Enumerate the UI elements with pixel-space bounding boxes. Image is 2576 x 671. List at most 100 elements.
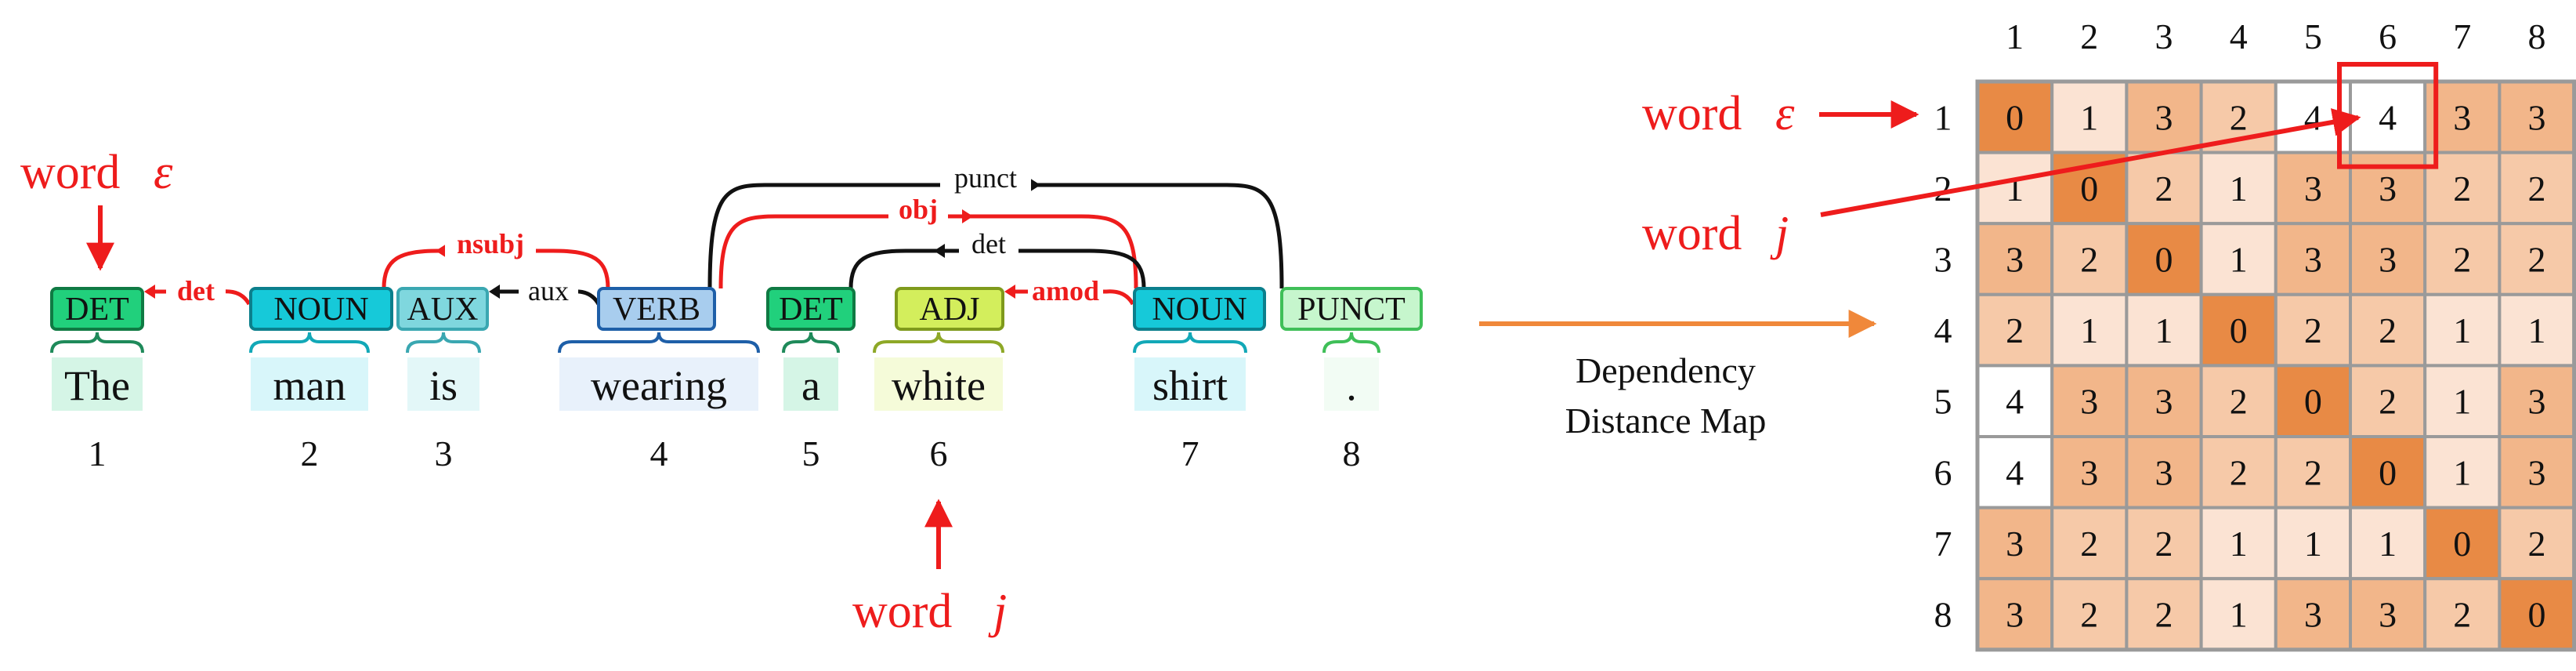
matrix-row-label: 1 <box>1934 97 1952 137</box>
matrix-cell-value: 2 <box>2528 169 2546 209</box>
word-index: 8 <box>1343 433 1361 473</box>
matrix-col-label: 4 <box>2230 16 2248 56</box>
matrix-cell-value: 1 <box>2304 524 2322 564</box>
matrix-cell-value: 0 <box>2006 97 2024 137</box>
matrix-cell-fill <box>2050 435 2129 510</box>
map-caption-line1: Dependency <box>1576 350 1756 390</box>
word-text: is <box>429 362 458 409</box>
matrix-frame <box>1975 79 2576 652</box>
matrix-cell-value: 3 <box>2453 97 2471 137</box>
matrix-cell: 3 <box>1976 577 2054 651</box>
matrix-cell-fill <box>1976 222 2054 296</box>
map-transition: Dependency Distance Map <box>1479 310 1877 441</box>
matrix-cell-value: 1 <box>2155 310 2173 350</box>
pos-tag-label: DET <box>65 292 129 328</box>
matrix-cell: 2 <box>2125 151 2203 226</box>
arc-label: nsubj <box>457 228 524 259</box>
arc-punct: punct <box>707 161 1284 289</box>
matrix-row-label: 5 <box>1934 382 1952 422</box>
matrix-j-symbol: j <box>1770 207 1789 260</box>
matrix-cell: 3 <box>2050 435 2129 510</box>
map-caption-line2: Distance Map <box>1565 401 1767 441</box>
arc-label-bg <box>445 227 536 259</box>
arc-label-bg <box>959 227 1018 259</box>
matrix-cell-value: 1 <box>2453 382 2471 422</box>
arc-label-bg <box>1028 274 1103 306</box>
word-text: The <box>64 362 130 409</box>
matrix-row-label: 4 <box>1934 310 1952 350</box>
token-8: PUNCT.8 <box>1280 287 1423 473</box>
matrix-cell-value: 3 <box>2006 240 2024 280</box>
token-brace <box>782 332 840 354</box>
matrix-cell-fill <box>1976 364 2054 438</box>
matrix-cell-value: 3 <box>2304 595 2322 635</box>
matrix-cell-fill <box>2274 364 2353 438</box>
matrix-cell-value: 2 <box>2379 382 2397 422</box>
matrix-cell: 4 <box>1976 435 2054 510</box>
pos-tag-label: NOUN <box>273 292 368 328</box>
matrix-cell-value: 3 <box>2080 452 2098 492</box>
matrix-cell-value: 1 <box>2230 595 2248 635</box>
matrix-cell: 2 <box>2050 577 2129 651</box>
matrix-cell-value: 0 <box>2230 310 2248 350</box>
arc-arrowhead-icon <box>934 244 945 258</box>
word-index: 6 <box>930 433 948 473</box>
word-index: 3 <box>435 433 453 473</box>
matrix-cell: 3 <box>1976 222 2054 296</box>
matrix-cell-fill <box>2050 577 2129 651</box>
pos-tag-label: AUX <box>407 292 479 328</box>
word-j-callout: word j <box>852 499 1007 638</box>
matrix-cell-fill <box>2498 292 2576 368</box>
arc-arrowhead-icon <box>489 285 500 299</box>
matrix-cell-value: 2 <box>2080 595 2098 635</box>
matrix-cell-value: 3 <box>2006 524 2024 564</box>
matrix-cell-value: 3 <box>2379 240 2397 280</box>
matrix-cell-value: 2 <box>2453 169 2471 209</box>
matrix-cell: 3 <box>1976 506 2054 581</box>
pos-tag-box <box>249 287 393 331</box>
matrix-cell-fill <box>2423 577 2502 651</box>
matrix-cell: 2 <box>2349 364 2427 438</box>
matrix-cell-value: 2 <box>2453 595 2471 635</box>
matrix-cell: 1 <box>2423 292 2502 368</box>
matrix-cell-value: 3 <box>2304 169 2322 209</box>
matrix-cell: 1 <box>1976 151 2054 226</box>
matrix-cell: 3 <box>2125 435 2203 510</box>
token-brace <box>558 332 760 354</box>
matrix-cell: 2 <box>2498 222 2576 296</box>
pos-tag-box <box>396 287 489 331</box>
matrix-cell-value: 1 <box>2528 310 2546 350</box>
matrix-cell: 0 <box>2498 577 2576 651</box>
arc-arrowhead-icon <box>1029 178 1040 192</box>
matrix-cell: 3 <box>2349 151 2427 226</box>
matrix-cell-value: 2 <box>2230 97 2248 137</box>
matrix-cell: 1 <box>2274 506 2353 581</box>
matrix-cell-value: 3 <box>2528 452 2546 492</box>
j-symbol: j <box>988 585 1007 638</box>
matrix-word-epsilon-label: word <box>1642 87 1742 140</box>
matrix-cell-value: 1 <box>2230 524 2248 564</box>
arc-nsubj: nsubj <box>382 227 610 289</box>
matrix-cell: 4 <box>1976 364 2054 438</box>
matrix-cell-value: 3 <box>2155 382 2173 422</box>
word-highlight <box>251 357 368 411</box>
matrix-cell-value: 3 <box>2379 169 2397 209</box>
token-sequence: DETThe1NOUNman2AUXis3VERBwearing4DETa5AD… <box>50 287 1423 473</box>
matrix-cell-fill <box>2125 222 2203 296</box>
matrix-cell-fill <box>2199 151 2278 226</box>
matrix-cell-value: 2 <box>2230 382 2248 422</box>
matrix-cell: 2 <box>2125 577 2203 651</box>
arc-label: amod <box>1032 275 1099 306</box>
pos-tag-box <box>597 287 716 331</box>
word-highlight <box>559 357 758 411</box>
matrix-cell-value: 3 <box>2006 595 2024 635</box>
word-j-label: word <box>852 585 952 638</box>
matrix-epsilon-symbol: ε <box>1775 87 1795 140</box>
pos-tag-box <box>1133 287 1266 331</box>
matrix-cell-fill <box>2199 292 2278 368</box>
pos-tag-label: DET <box>779 292 843 328</box>
